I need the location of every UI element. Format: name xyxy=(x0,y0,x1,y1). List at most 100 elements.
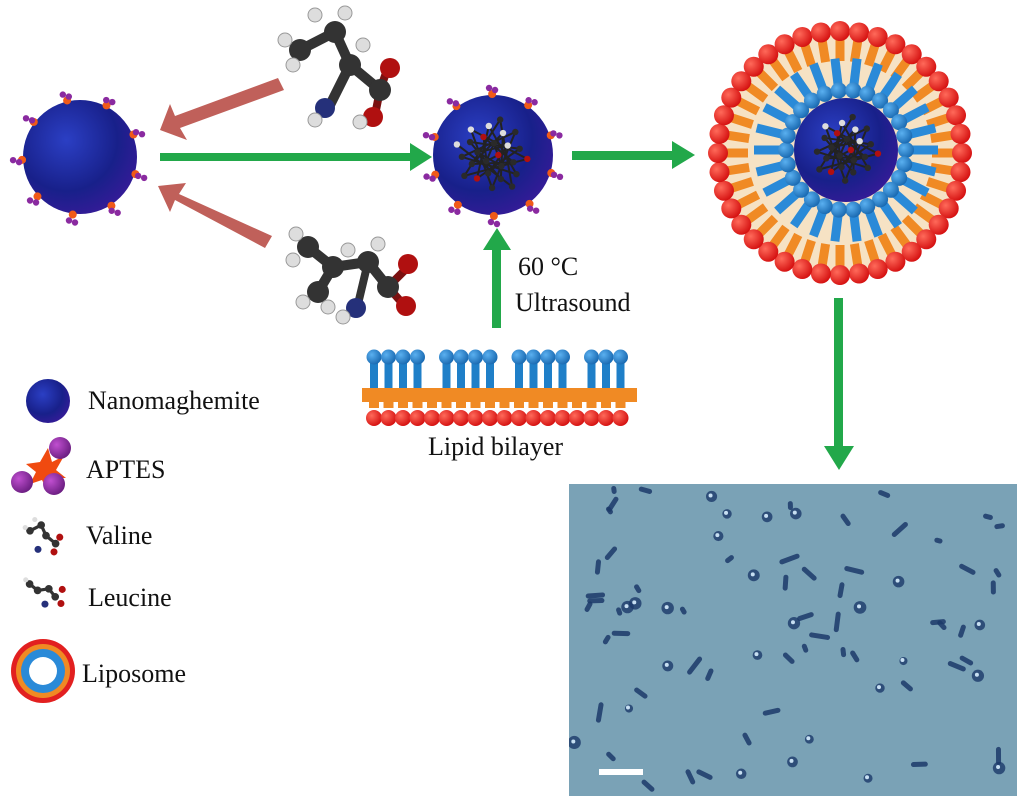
amino-atom xyxy=(484,170,492,177)
micro-vesicle-highlight xyxy=(865,775,870,780)
micro-rod xyxy=(634,687,648,699)
aptes-bead xyxy=(485,84,493,92)
micro-rod xyxy=(679,606,687,615)
micro-rod xyxy=(840,513,851,527)
micro-rod xyxy=(833,611,841,633)
green-arrow-bilayer-up xyxy=(483,228,511,328)
bilayer-blue-tail xyxy=(616,358,625,396)
amino-atom xyxy=(823,155,830,162)
amino-bond xyxy=(816,150,869,169)
bilayer-blue-head xyxy=(395,349,411,365)
amino-bond xyxy=(461,131,516,158)
amino-bond xyxy=(476,147,521,180)
inner-lipid-head xyxy=(891,114,908,131)
bilayer-red-head xyxy=(424,410,440,426)
aptes-bead xyxy=(532,207,540,214)
micro-vesicle-highlight xyxy=(806,736,811,741)
outer-lipid-head xyxy=(774,251,795,272)
aptes-bead xyxy=(65,217,73,224)
outer-lipid-head xyxy=(867,259,888,280)
aptes-bead xyxy=(103,96,110,104)
micro-vesicle-highlight xyxy=(792,510,797,515)
outer-lipid-head xyxy=(830,21,850,41)
outer-lipid-head xyxy=(901,44,922,65)
aptes-bead xyxy=(15,158,23,166)
micro-vesicle-highlight xyxy=(790,620,795,625)
micro-vesicle-highlight xyxy=(976,621,981,626)
amino-atom xyxy=(827,168,835,176)
ultrasound-label: Ultrasound xyxy=(515,288,631,317)
inner-lipid-head xyxy=(872,191,889,208)
outer-lipid-head xyxy=(901,241,922,262)
amino-bond xyxy=(836,132,866,158)
aptes-bead xyxy=(138,130,146,138)
legend-icons xyxy=(11,379,75,703)
micro-vesicle-highlight xyxy=(764,513,769,518)
micro-vesicle-highlight xyxy=(708,493,713,498)
outer-lipid-head xyxy=(885,251,906,272)
amino-atom xyxy=(864,164,872,172)
aptes-bead xyxy=(446,98,454,105)
aptes-bead xyxy=(422,132,430,139)
micro-vesicle-highlight xyxy=(664,662,669,667)
amino-atom xyxy=(843,135,851,143)
micro-rod xyxy=(611,485,617,494)
bilayer-blue-tail xyxy=(399,358,407,396)
micro-rod xyxy=(801,643,809,653)
outer-lipid-head xyxy=(721,198,742,219)
outer-lipid-head xyxy=(731,71,752,92)
aptes-star xyxy=(453,200,462,209)
leucine-icon xyxy=(23,577,66,608)
aptes-bead xyxy=(71,219,79,226)
outer-lipid-head xyxy=(928,214,949,235)
amino-atom xyxy=(473,175,481,182)
aptes-star xyxy=(489,211,498,220)
micro-rod xyxy=(947,661,966,672)
micro-vesicle-highlight xyxy=(996,765,1001,770)
bilayer-red-head xyxy=(540,410,556,426)
inner-lipid-head xyxy=(830,82,847,99)
micro-rod xyxy=(687,656,703,675)
aptes-bead xyxy=(493,220,501,228)
amino-atom xyxy=(467,126,475,133)
micro-vesicle-highlight xyxy=(876,685,881,690)
amino-atom xyxy=(833,129,841,137)
amino-atom xyxy=(852,126,859,133)
amino-bond xyxy=(461,155,517,176)
bilayer-red-head xyxy=(380,410,397,426)
inner-lipid-head xyxy=(803,92,820,109)
bilayer-blue-head xyxy=(613,349,628,365)
micro-rod xyxy=(910,761,928,768)
aptes-bead xyxy=(140,174,148,182)
micro-vesicle-highlight xyxy=(632,600,637,605)
inner-lipid-head xyxy=(779,127,796,144)
amino-atom xyxy=(838,163,845,171)
aptes-bead xyxy=(556,173,564,180)
micro-rod xyxy=(616,607,623,616)
amino-atom xyxy=(874,150,882,157)
aptes-bead xyxy=(556,132,563,139)
amino-atom xyxy=(480,133,487,141)
bilayer-blue-head xyxy=(468,349,483,365)
micro-rod xyxy=(685,769,696,785)
micro-rod xyxy=(850,650,860,663)
bilayer-blue-tail xyxy=(602,358,610,396)
outer-lipid-head xyxy=(774,34,795,55)
inner-lipid-head xyxy=(872,92,889,109)
encapsulated-nanoparticle xyxy=(794,98,898,202)
micro-rod xyxy=(959,563,976,575)
micro-rod xyxy=(782,574,789,591)
bilayer-blue-head xyxy=(482,349,498,365)
nanomaghemite-icon xyxy=(26,379,70,423)
bilayer-red-head xyxy=(395,410,411,426)
outer-lipid-head xyxy=(938,87,959,108)
aptes-bead xyxy=(452,100,460,107)
micro-vesicle-highlight xyxy=(625,705,630,710)
amino-atom xyxy=(508,183,516,190)
micro-rod xyxy=(878,490,891,498)
amino-atom xyxy=(813,148,821,155)
amino-atom xyxy=(458,153,466,160)
micro-rod xyxy=(594,559,602,575)
legend-label-valine: Valine xyxy=(86,521,153,550)
amino-bond xyxy=(469,129,494,189)
